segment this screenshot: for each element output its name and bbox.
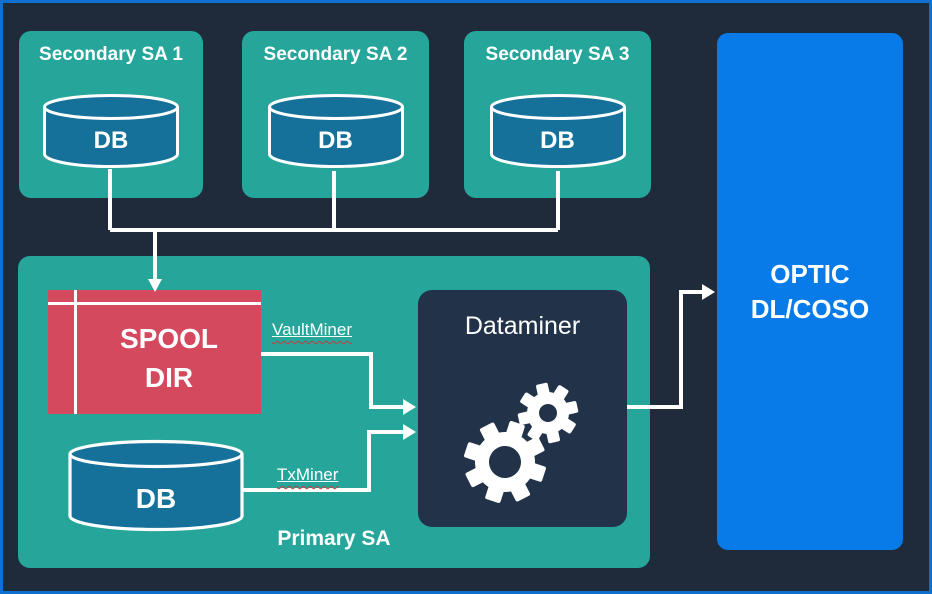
edge-label-vaultminer: VaultMiner [272,320,352,339]
optic-line2: DL/COSO [750,293,870,324]
db-label: DB [135,483,177,514]
spool-dir-label: SPOOL DIR [77,302,261,414]
db-cylinder-icon: DB [488,93,627,171]
spool-divider-horizontal [48,302,261,305]
node-optic-dl-coso: OPTIC DL/COSO [717,33,903,550]
node-title: Secondary SA 1 [39,44,183,65]
node-title: Secondary SA 3 [485,44,630,65]
node-secondary-sa-3: Secondary SA 3 DB [464,31,651,198]
db-label: DB [318,127,353,154]
primary-sa-label: Primary SA [277,527,391,550]
db-cylinder-icon: DB [266,93,405,171]
node-dataminer: Dataminer [418,290,627,527]
dataminer-title: Dataminer [464,312,581,340]
node-secondary-sa-1: Secondary SA 1 DB [19,31,203,198]
spool-divider-vertical [74,290,77,414]
spool-window-icon: SPOOL DIR [48,290,261,414]
arrowhead-optic [702,284,715,300]
node-title: Secondary SA 2 [263,44,408,65]
node-primary-sa: SPOOL DIR DB Dataminer [18,256,650,568]
db-cylinder-icon: DB [67,439,245,536]
spool-line2: DIR [144,362,194,393]
edge-label-txminer: TxMiner [277,465,339,484]
spool-line1: SPOOL [119,323,218,354]
gears-icon [464,382,579,503]
db-label: DB [540,127,575,154]
diagram-stage: Secondary SA 1 DB Secondary SA 2 DB [3,3,929,591]
node-secondary-sa-2: Secondary SA 2 DB [242,31,429,198]
db-cylinder-icon: DB [42,93,181,171]
db-label: DB [93,127,129,154]
optic-line1: OPTIC [770,258,850,289]
